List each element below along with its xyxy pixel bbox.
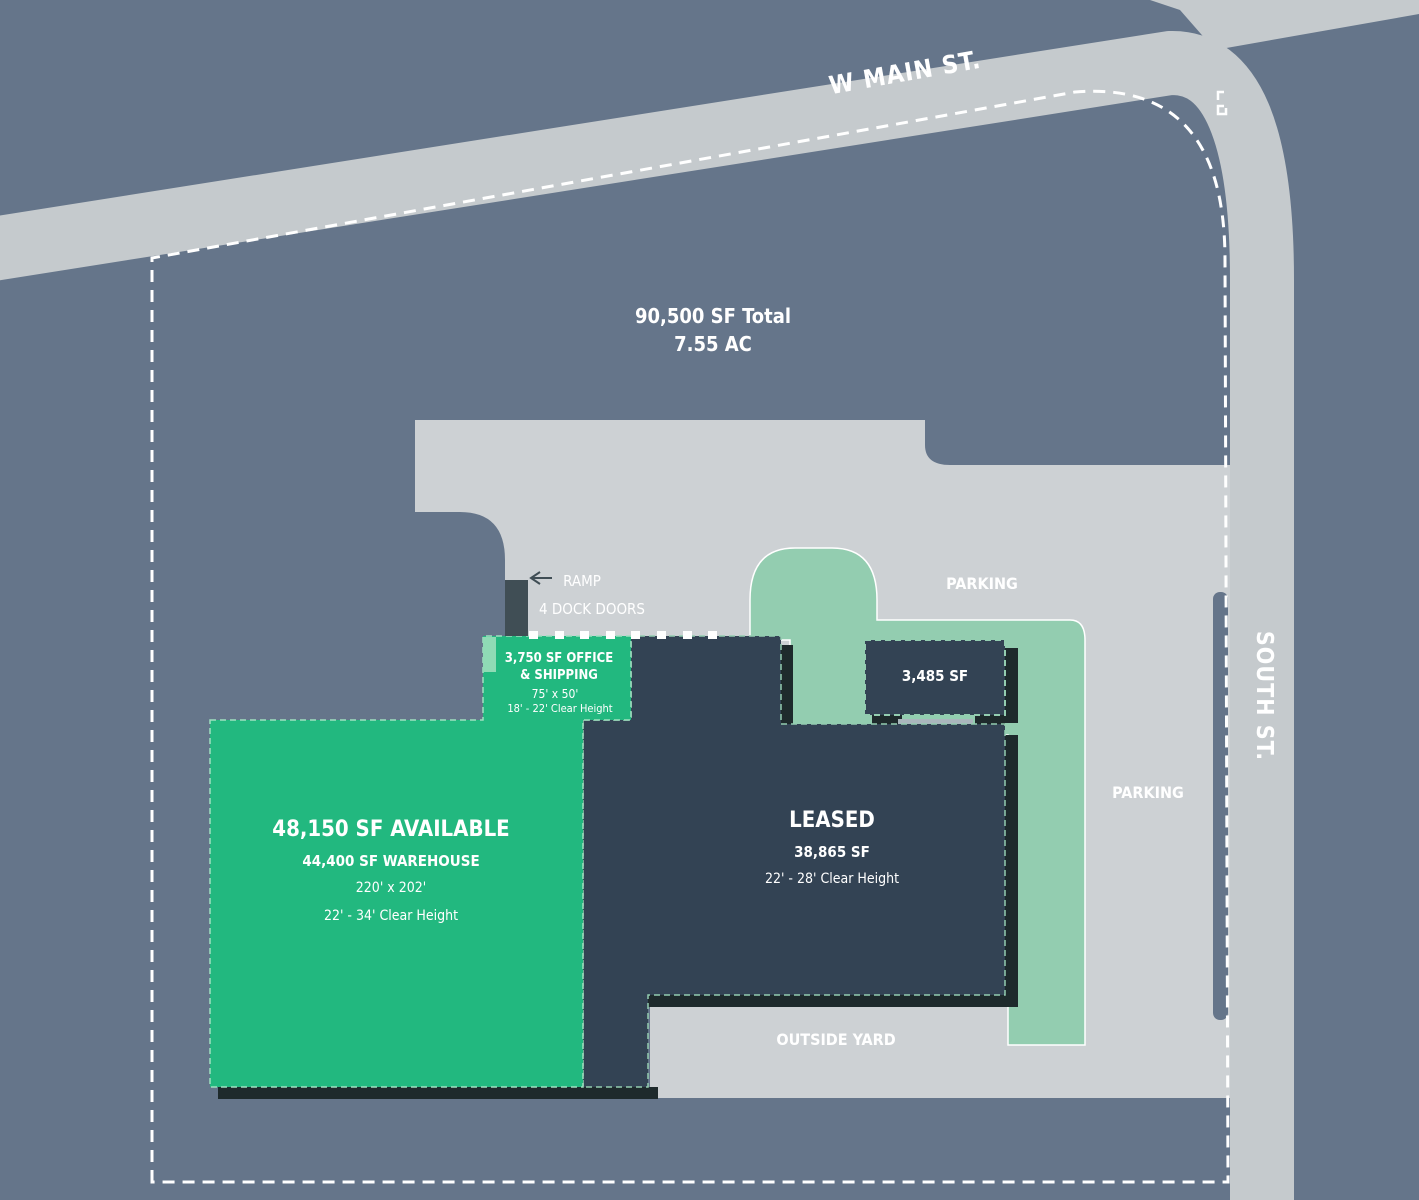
dock-doors-label: 4 DOCK DOORS [538,600,646,618]
office-clear-height: 18' - 22' Clear Height [507,702,613,715]
office-use: & SHIPPING [520,668,598,683]
small-building[interactable] [864,639,1006,716]
outside-yard-label: OUTSIDE YARD [776,1030,896,1049]
street-south: SOUTH ST. [1251,630,1277,762]
parking-label-north: PARKING [946,574,1018,593]
site-total-sf: 90,500 SF Total [634,304,792,328]
dock-doors [529,631,717,639]
road-w-main-south [0,31,1294,1200]
median [1213,592,1228,1020]
leased-clear-height: 22' - 28' Clear Height [764,871,900,887]
road-w-main-east [1150,0,1419,50]
available-dimensions: 220' x 202' [355,880,427,896]
small-building-area: 3,485 SF [901,667,969,685]
available-clear-height: 22' - 34' Clear Height [323,908,459,924]
building-shadows [218,645,1018,1099]
office-entry [483,637,496,672]
leased-title: LEASED [789,808,875,833]
office-area: 3,750 SF OFFICE [504,651,614,666]
office-dimensions: 75' x 50' [531,687,579,701]
available-building[interactable] [209,635,632,1088]
parking-label-east: PARKING [1112,783,1184,802]
site-acreage: 7.55 AC [674,332,752,356]
property-boundary [150,89,1230,1184]
ramp-label: RAMP [563,572,601,590]
available-warehouse: 44,400 SF WAREHOUSE [302,852,480,870]
road-marker [1216,90,1228,116]
ramp [505,580,528,636]
leased-area: 38,865 SF [794,843,870,861]
available-title: 48,150 SF AVAILABLE [272,817,510,842]
ramp-arrow-icon [529,571,552,585]
